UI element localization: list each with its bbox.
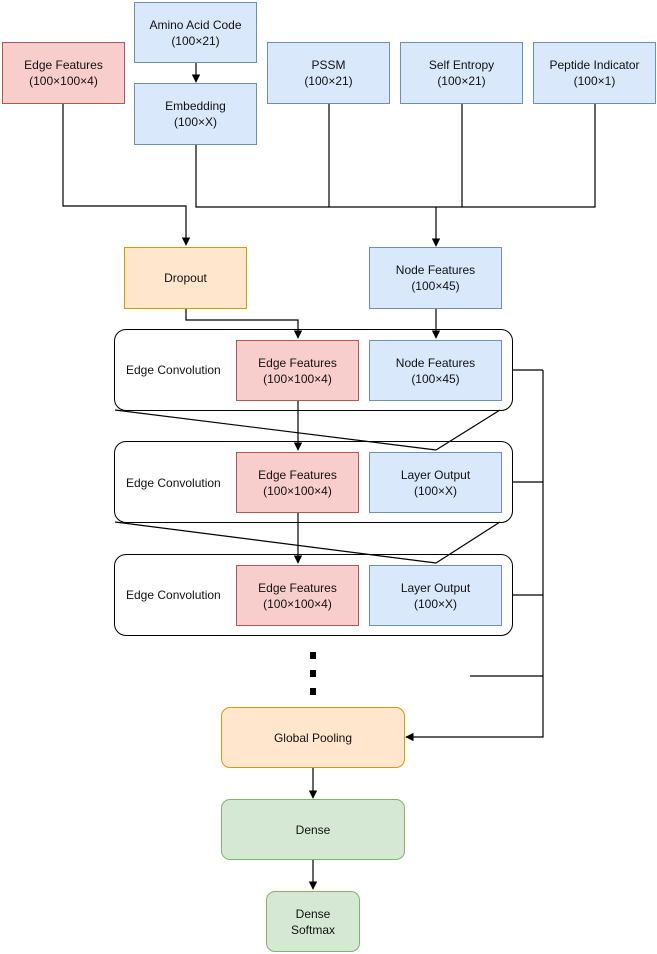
ellipsis-dot-3 [310,688,316,695]
conv1-node-features: Node Features (100×45) [369,340,502,401]
self-entropy-title: Self Entropy [428,58,495,72]
ellipsis-dot-2 [310,670,316,677]
line-peptide-merge [436,104,596,208]
edge-features-input: Edge Features (100×100×4) [2,42,125,104]
amino-acid-code-title: Amino Acid Code [149,17,242,32]
conv2-edge-dims: (100×100×4) [263,483,332,498]
global-pooling-box: Global Pooling [221,707,405,768]
line-embedding-merge [195,145,436,208]
edge-convolution-layer-1 [114,329,513,411]
arrow-skip-to-pooling [405,370,544,742]
edge-convolution-label-3: Edge Convolution [126,588,221,602]
dropout-box: Dropout [124,247,247,309]
conv2-node-dims: (100×X) [413,483,458,498]
edge-convolution-label-2: Edge Convolution [126,476,221,490]
edge-convolution-layer-3 [114,554,513,636]
dense-title: Dense [295,822,331,837]
self-entropy-dims: (100×21) [437,74,486,88]
output-line-2: Softmax [290,922,335,937]
edge-convolution-label-1: Edge Convolution [126,363,221,377]
output-line-1: Dense [295,906,331,921]
conv2-edge-features: Edge Features (100×100×4) [236,452,359,513]
embedding-title: Embedding [165,99,226,113]
conv3-node-title: Layer Output [400,580,471,595]
ellipsis-dot-1 [310,652,316,659]
amino-acid-code-box: Amino Acid Code (100×21) [134,2,257,63]
node-features-dims: (100×45) [411,279,460,293]
conv3-layer-output: Layer Output (100×X) [369,565,502,626]
conv2-edge-title: Edge Features [258,467,337,482]
line-cross-conv2-b [435,521,501,564]
conv1-edge-features: Edge Features (100×100×4) [236,340,359,401]
conv3-edge-features: Edge Features (100×100×4) [236,565,359,626]
line-cross-conv2-a [114,521,437,564]
peptide-indicator-title: Peptide Indicator [549,58,640,72]
arrow-edge-to-dropout [62,104,191,246]
conv2-node-title: Layer Output [400,467,471,482]
conv3-node-dims: (100×X) [413,596,458,611]
pssm-box: PSSM (100×21) [267,42,390,104]
peptide-indicator-dims: (100×1) [573,74,616,88]
line-cross-conv1-a [114,409,437,451]
conv1-node-dims: (100×45) [411,371,460,386]
self-entropy-box: Self Entropy (100×21) [400,42,523,104]
embedding-dims: (100×X) [173,115,218,129]
conv3-edge-title: Edge Features [258,580,337,595]
conv1-node-title: Node Features [395,355,476,370]
conv3-edge-dims: (100×100×4) [263,596,332,611]
dropout-title: Dropout [164,271,207,285]
conv1-edge-dims: (100×100×4) [263,371,332,386]
edge-convolution-layer-2 [114,441,513,523]
global-pooling-title: Global Pooling [273,730,353,745]
edge-features-input-title: Edge Features [24,58,103,72]
embedding-box: Embedding (100×X) [134,83,257,145]
dense-softmax-box: Dense Softmax [266,891,360,952]
pssm-dims: (100×21) [304,74,353,88]
line-cross-conv1-b [435,409,501,451]
dense-box: Dense [221,799,405,860]
pssm-title: PSSM [311,58,346,72]
amino-acid-code-dims: (100×21) [171,33,220,48]
node-features-title: Node Features [395,263,476,277]
conv1-edge-title: Edge Features [258,355,337,370]
node-features-box: Node Features (100×45) [369,247,502,309]
peptide-indicator-box: Peptide Indicator (100×1) [533,42,656,104]
edge-features-input-dims: (100×100×4) [29,74,98,88]
conv2-layer-output: Layer Output (100×X) [369,452,502,513]
